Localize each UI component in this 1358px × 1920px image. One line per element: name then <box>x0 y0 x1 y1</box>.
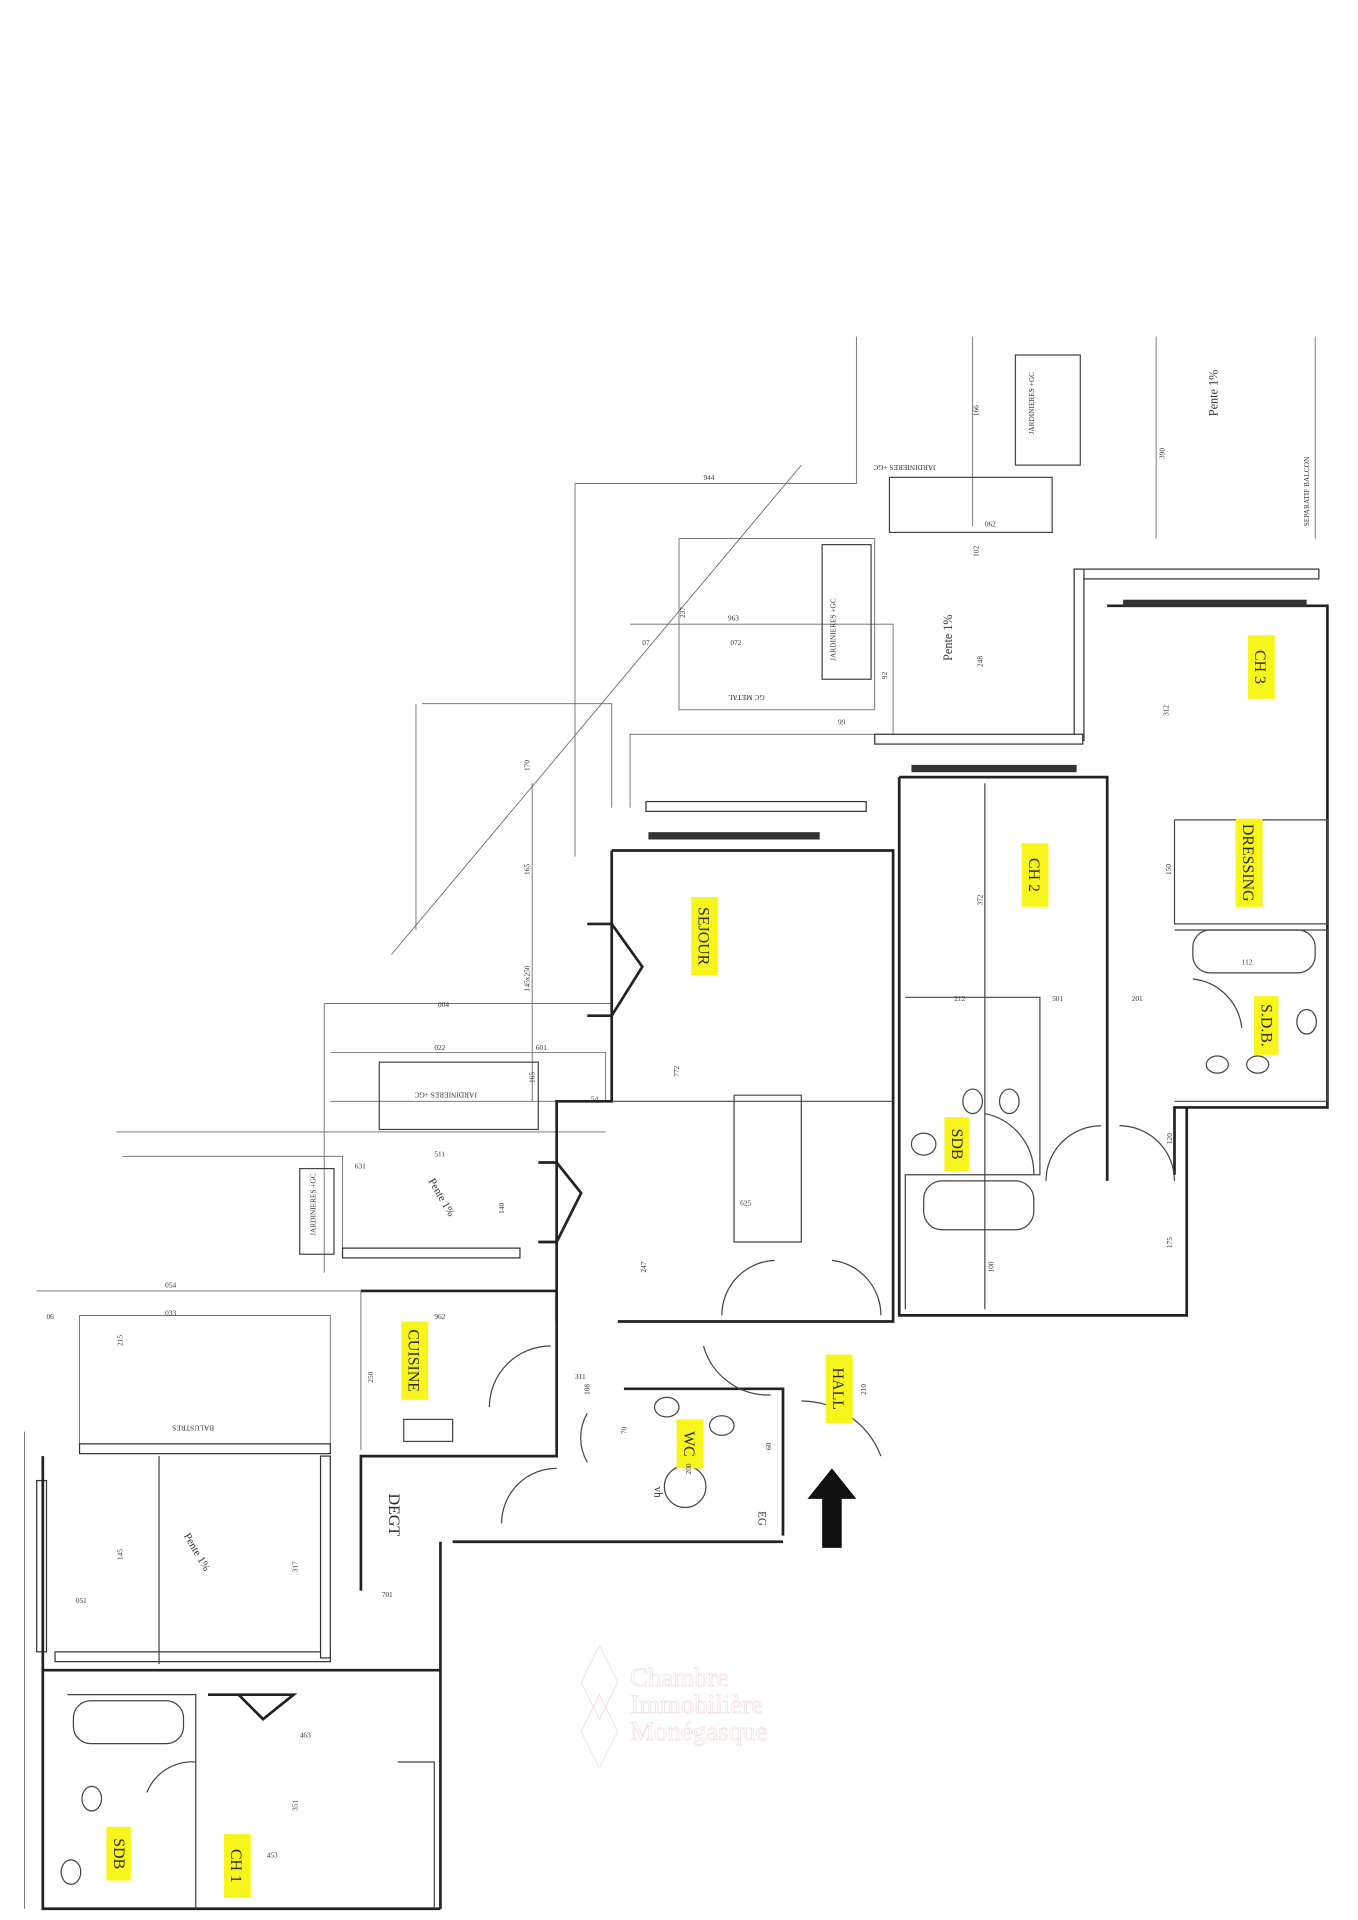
dimension: 200 <box>684 1463 693 1474</box>
dimension: 944 <box>703 473 714 482</box>
dimension: 247 <box>639 1261 648 1272</box>
dimension: 06 <box>46 1312 54 1321</box>
dimension: 625 <box>740 1198 751 1207</box>
dimension: 210 <box>859 1384 868 1395</box>
windows <box>207 599 1307 1721</box>
dimension: 054 <box>165 1280 176 1289</box>
watermark-text: Chambre <box>630 1662 729 1692</box>
planter-label: JARDINIERES +GC <box>1027 372 1036 435</box>
room-label-sejour: SEJOUR <box>695 907 712 966</box>
dimension: 100 <box>986 1261 995 1272</box>
dimension: 963 <box>728 614 739 623</box>
dimension: 248 <box>975 656 984 667</box>
planter-label: JARDINIERES +GC <box>309 1173 318 1236</box>
planter-label: JARDINIERES +GC <box>829 598 838 661</box>
dimension: 140 <box>497 1203 506 1214</box>
room-label-sdb-ch2: SDB <box>948 1129 965 1160</box>
room-label-sdb-ch3: S.D.B. <box>1257 1004 1274 1047</box>
room-labels: SEJOUR CH 2 CH 3 DRESSING S.D.B. SDB CUI… <box>106 635 1279 1898</box>
watermark-logo: Chambre Immobilière Monégasque <box>580 1644 768 1770</box>
dimension: 250 <box>366 1371 375 1382</box>
room-label-ch2: CH 2 <box>1025 858 1042 892</box>
dimension: 201 <box>1132 994 1143 1003</box>
dimension: 051 <box>76 1596 87 1605</box>
dimension: 70 <box>619 1426 628 1434</box>
planters <box>299 354 1081 1255</box>
entrance-arrow-icon <box>807 1468 857 1548</box>
room-label-cuisine: CUISINE <box>405 1329 422 1392</box>
dimension: 601 <box>536 1043 547 1052</box>
dimension: 701 <box>382 1590 393 1599</box>
dimension: 072 <box>730 638 741 647</box>
dimension: 237 <box>678 607 687 618</box>
dimension: 022 <box>434 1043 445 1052</box>
dimension: 112 <box>1242 957 1253 966</box>
fixtures <box>60 929 1318 1885</box>
doors <box>146 978 1243 1793</box>
dimension: 511 <box>434 1149 445 1158</box>
dimension: 004 <box>438 1000 449 1009</box>
dimension: 92 <box>880 672 889 680</box>
dimension: 07 <box>642 638 650 647</box>
room-label-ch3: CH 3 <box>1251 650 1268 684</box>
dimension: 062 <box>985 519 996 528</box>
room-label-hall: HALL <box>829 1368 846 1410</box>
dimension: 165 <box>528 1072 537 1083</box>
gc-metal-label: GC METAL <box>727 693 764 702</box>
dimension: 501 <box>1052 994 1063 1003</box>
balustres-label: BALUSTRES <box>172 1424 214 1433</box>
room-label-ch1: CH 1 <box>227 1849 244 1883</box>
dimension: 212 <box>954 994 965 1003</box>
dimension: 215 <box>115 1335 124 1346</box>
dimension: 165 <box>523 864 532 875</box>
slope-note: Pente 1% <box>426 1176 457 1218</box>
dimension: 99 <box>838 717 846 726</box>
slope-note: Pente 1% <box>181 1531 212 1573</box>
watermark-text: Immobilière <box>630 1689 763 1719</box>
dimension: 170 <box>523 760 532 771</box>
room-label-degt: DEGT <box>385 1494 402 1537</box>
dimension: 175 <box>1165 1237 1174 1248</box>
planter-label: JARDINIERES +GC <box>414 1091 477 1100</box>
watermark-text: Monégasque <box>630 1716 768 1746</box>
slope-note: Pente 1% <box>1206 370 1220 417</box>
dimension: 145x250 <box>523 965 532 991</box>
dimension: 102 <box>972 546 981 557</box>
dimension: 166 <box>972 405 981 416</box>
dimension: 311 <box>575 1372 586 1381</box>
vh-label: vh <box>652 1487 664 1499</box>
dimension: 453 <box>267 1850 278 1859</box>
balcony-separator-note: SEPARATIF BALCON <box>1302 456 1311 526</box>
dimension: 108 <box>583 1384 592 1395</box>
dimension: 150 <box>1164 864 1173 875</box>
room-label-dressing: DRESSING <box>1239 824 1256 902</box>
dimension: 54 <box>591 1094 599 1103</box>
planter-label: JARDINIERES +GC <box>873 463 936 472</box>
room-label-wc: WC <box>680 1431 697 1457</box>
dimension: 145 <box>115 1549 124 1560</box>
balcony-railings <box>36 568 1320 1663</box>
dimension: 351 <box>290 1800 299 1811</box>
dimension: 372 <box>975 894 984 905</box>
eg-label: EG <box>756 1511 768 1526</box>
dimension-labels: 944 166 062 390 102 248 312 372 150 112 … <box>46 405 1252 1860</box>
dimension: 033 <box>165 1308 176 1317</box>
annotations: Pente 1% Pente 1% Pente 1% Pente 1% SEPA… <box>172 370 1311 1574</box>
dimension: 312 <box>1161 705 1170 716</box>
dimension: 317 <box>290 1561 299 1572</box>
dimension: 120 <box>1165 1133 1174 1144</box>
dimension: 772 <box>672 1066 681 1077</box>
dimension: 631 <box>355 1162 366 1171</box>
dimension: 962 <box>434 1312 445 1321</box>
slope-note: Pente 1% <box>941 614 955 661</box>
room-label-sdb-ch1: SDB <box>110 1838 127 1869</box>
dimension: 390 <box>1158 448 1167 459</box>
dimension: 463 <box>300 1730 311 1739</box>
dimension: 60 <box>764 1442 773 1450</box>
